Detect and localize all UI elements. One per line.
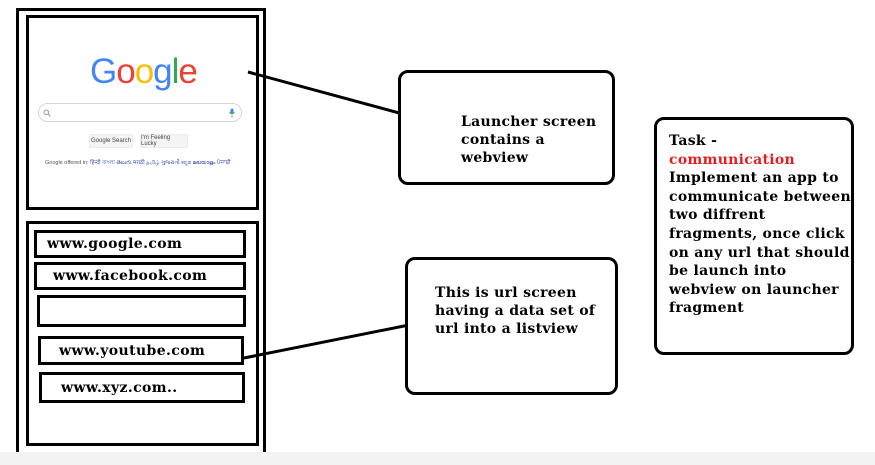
url-screen-callout-text: This is url screen having a data set of …	[435, 285, 596, 337]
url-list-screen	[26, 221, 259, 446]
launcher-callout: Launcher screen contains a webview	[398, 70, 615, 185]
url-screen-callout: This is url screen having a data set of …	[405, 257, 618, 395]
offered-in-label: Google offered in:	[45, 160, 89, 166]
search-input[interactable]	[38, 103, 242, 122]
task-label: Task -	[669, 133, 718, 149]
launcher-screen	[26, 15, 259, 210]
google-search-button[interactable]: Google Search	[89, 134, 133, 148]
task-description: Implement an app to communicate between …	[669, 170, 851, 317]
mic-icon[interactable]	[229, 108, 235, 118]
task-keyword: communication	[669, 151, 795, 168]
logo-letter: o	[116, 52, 135, 91]
url-list-item[interactable]: www.youtube.com	[38, 336, 244, 365]
logo-letter: o	[134, 52, 154, 91]
logo-letter: g	[153, 52, 172, 91]
bottom-strip	[0, 452, 875, 465]
url-list-item[interactable]: www.xyz.com..	[39, 372, 245, 403]
logo-letter: G	[90, 52, 117, 91]
offered-in-languages: Google offered in: हिन्दी বাংলা తెలుగు म…	[45, 158, 231, 168]
logo-letter: e	[178, 52, 197, 91]
connector-url-screen	[243, 320, 425, 360]
url-list-item[interactable]	[37, 295, 246, 327]
url-list-item[interactable]: www.facebook.com	[34, 262, 246, 290]
task-callout: Task - communication Implement an app to…	[654, 117, 854, 355]
search-icon	[43, 109, 51, 117]
language-links[interactable]: हिन्दी বাংলা తెలుగు मराठी தமிழ் ગુજરાતી …	[90, 160, 231, 166]
launcher-callout-text: Launcher screen contains a webview	[461, 114, 597, 166]
url-list-item[interactable]: www.google.com	[34, 230, 246, 258]
task-callout-text: Task - communication Implement an app to…	[669, 132, 853, 318]
google-logo: Google	[90, 52, 198, 92]
feeling-lucky-button[interactable]: I'm Feeling Lucky	[140, 134, 188, 148]
logo-letter: l	[171, 52, 180, 91]
